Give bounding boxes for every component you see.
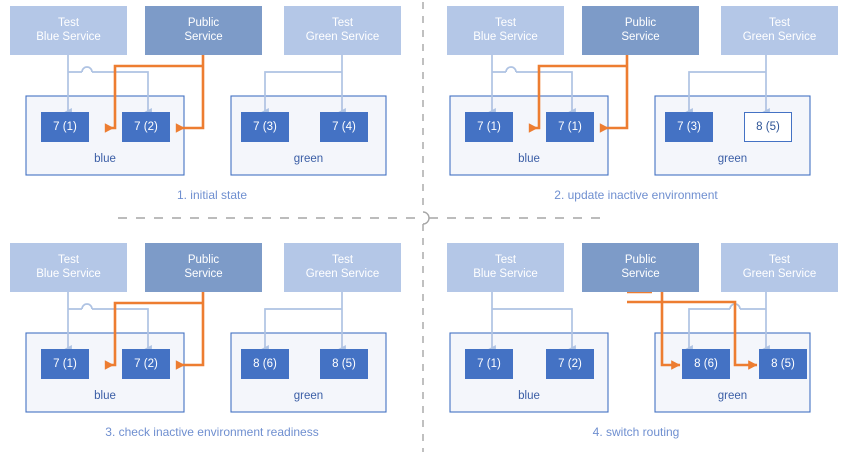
panel-3-route-public-to-blue-chip2 — [175, 292, 205, 370]
panel-1-green-env-label: green — [293, 153, 324, 165]
panel-2-public-service-label: Public Service — [621, 16, 660, 43]
panel-1-test-green-service-label: Test Green Service — [305, 16, 380, 43]
panel-3-blue-chip-2[interactable]: 7 (2) — [122, 349, 170, 379]
panel-1-conn-testgreen-to-chip3 — [261, 71, 342, 117]
panel-2-route-public-to-blue-chip1 — [528, 64, 627, 133]
panel-2-blue-chip-2[interactable]: 7 (1) — [546, 112, 594, 142]
panel-4-green-chip-1[interactable]: 8 (6) — [682, 349, 730, 379]
panel-4-test-blue-service-label: Test Blue Service — [473, 253, 538, 280]
panel-1-caption: 1. initial state — [176, 188, 248, 202]
panel-2-caption: 2. update inactive environment — [554, 188, 718, 202]
panel-2-conn-testblue-to-chip2 — [492, 71, 572, 112]
panel-3-public-service-label: Public Service — [184, 253, 223, 280]
panel-3-conn-hop-1 — [81, 303, 93, 310]
panel-3-route-public-to-blue-chip1 — [104, 301, 203, 370]
quadrant-divider-vertical — [422, 2, 430, 452]
panel-1-green-chip-2[interactable]: 7 (4) — [320, 112, 368, 142]
panel-1-public-service-label: Public Service — [184, 16, 223, 43]
panel-4-route-public-to-green-chip5 — [627, 300, 758, 370]
panel-4-public-service-label: Public Service — [621, 253, 660, 280]
panel-1-conn-hop-1 — [81, 66, 93, 73]
panel-1-test-green-service[interactable]: Test Green Service — [284, 6, 401, 55]
panel-4-route-public-to-green-chip6 — [627, 290, 680, 365]
panel-1-test-blue-service-label: Test Blue Service — [36, 16, 101, 43]
panel-1-route-public-to-blue-chip2 — [175, 55, 205, 133]
panel-2-green-env-label: green — [717, 153, 748, 165]
panel-3-blue-env-label: blue — [94, 390, 116, 402]
panel-4-test-green-service[interactable]: Test Green Service — [721, 243, 838, 292]
panel-3-green-chip-1[interactable]: 8 (6) — [241, 349, 289, 379]
panel-3-green-chip-2[interactable]: 8 (5) — [320, 349, 368, 379]
panel-1-route-public-to-blue-chip1 — [104, 64, 203, 133]
panel-2-blue-chip-1[interactable]: 7 (1) — [465, 112, 513, 142]
panel-1-test-blue-service[interactable]: Test Blue Service — [10, 6, 127, 55]
panel-1-green-chip-1[interactable]: 7 (3) — [241, 112, 289, 142]
panel-2-test-green-service[interactable]: Test Green Service — [721, 6, 838, 55]
panel-3-caption: 3. check inactive environment readiness — [105, 425, 319, 439]
panel-3-test-green-service[interactable]: Test Green Service — [284, 243, 401, 292]
panel-3-conn-testgreen-to-chip3 — [261, 308, 342, 354]
panel-4-caption: 4. switch routing — [592, 425, 680, 439]
panel-3-graphics — [25, 292, 387, 413]
panel-4-green-env-label: green — [717, 390, 748, 402]
panel-4-green-chip-2[interactable]: 8 (5) — [759, 349, 807, 379]
panel-1-conn-testblue-to-chip2 — [68, 71, 148, 112]
panel-3-conn-testblue-to-chip2 — [68, 308, 148, 349]
panel-2-green-chip-1[interactable]: 7 (3) — [665, 112, 713, 142]
panel-4-conn-testblue-to-chip2 — [492, 308, 576, 354]
panel-4-conn-testgreen-to-chip6 — [689, 308, 766, 349]
panel-4-public-service[interactable]: Public Service — [582, 243, 699, 292]
panel-2-public-service[interactable]: Public Service — [582, 6, 699, 55]
panel-2-blue-env-label: blue — [518, 153, 540, 165]
panel-4-blue-chip-2[interactable]: 7 (2) — [546, 349, 594, 379]
panel-3-green-env-label: green — [293, 390, 324, 402]
panel-2-test-blue-service[interactable]: Test Blue Service — [447, 6, 564, 55]
panel-4-test-green-service-label: Test Green Service — [742, 253, 817, 280]
panel-4-blue-env-label: blue — [518, 390, 540, 402]
panel-2-green-chip-2[interactable]: 8 (5) — [744, 112, 792, 142]
panel-3-public-service[interactable]: Public Service — [145, 243, 262, 292]
panel-2-test-blue-service-label: Test Blue Service — [473, 16, 538, 43]
panel-4-test-blue-service[interactable]: Test Blue Service — [447, 243, 564, 292]
panel-1-blue-chip-1[interactable]: 7 (1) — [41, 112, 89, 142]
panel-2-test-green-service-label: Test Green Service — [742, 16, 817, 43]
panel-2-conn-hop-1 — [505, 66, 517, 73]
panel-1-public-service[interactable]: Public Service — [145, 6, 262, 55]
panel-1-blue-chip-2[interactable]: 7 (2) — [122, 112, 170, 142]
panel-3-test-blue-service-label: Test Blue Service — [36, 253, 101, 280]
panel-3-blue-chip-1[interactable]: 7 (1) — [41, 349, 89, 379]
panel-3-test-green-service-label: Test Green Service — [305, 253, 380, 280]
panel-3-test-blue-service[interactable]: Test Blue Service — [10, 243, 127, 292]
panel-2-conn-testgreen-to-chip3 — [685, 71, 766, 117]
panel-2-route-public-to-blue-chip2 — [599, 55, 629, 133]
panel-4-blue-chip-1[interactable]: 7 (1) — [465, 349, 513, 379]
panel-1-blue-env-label: blue — [94, 153, 116, 165]
